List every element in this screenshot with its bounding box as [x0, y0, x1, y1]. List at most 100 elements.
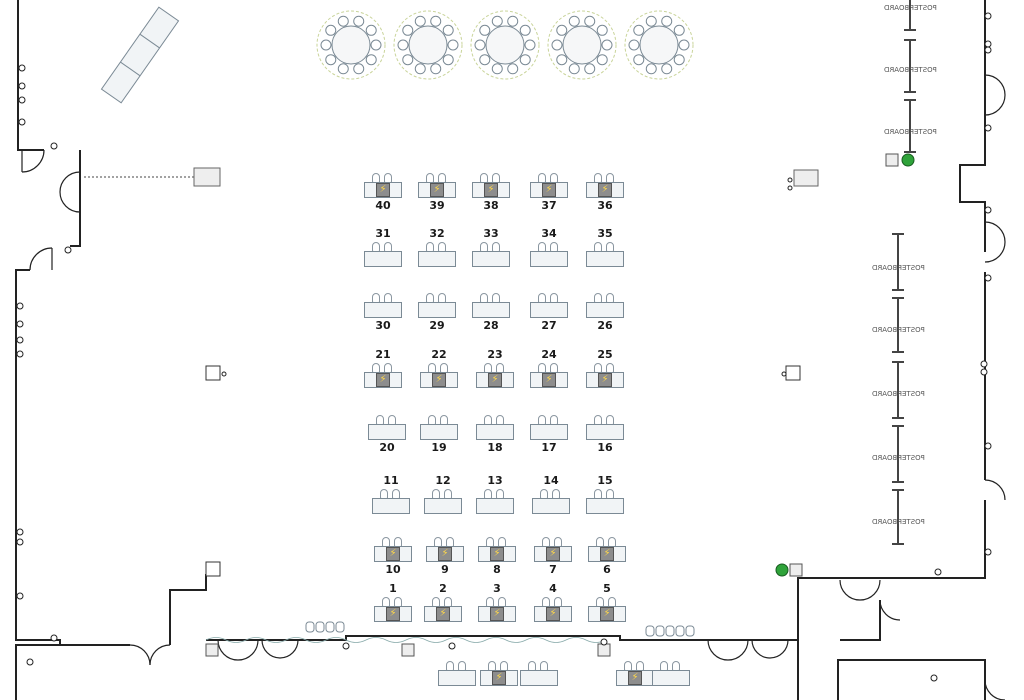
round-table-chair	[430, 15, 442, 27]
booth-table[interactable]	[372, 498, 410, 514]
round-table-chair	[601, 39, 613, 51]
booth-table[interactable]	[418, 302, 456, 318]
booth-table[interactable]: ⚡	[588, 606, 626, 622]
diagonal-counter	[100, 6, 180, 104]
round-table-chair	[491, 63, 503, 75]
booth-table[interactable]: ⚡	[424, 606, 462, 622]
power-outlet-icon: ⚡	[598, 183, 612, 197]
round-table-chair	[414, 63, 426, 75]
bottom-booth-table[interactable]	[520, 670, 558, 686]
round-table-chair	[479, 54, 491, 66]
booth-table[interactable]: ⚡	[586, 182, 624, 198]
round-table[interactable]	[470, 10, 540, 80]
booth-number: 6	[603, 563, 611, 576]
booth-table[interactable]	[420, 424, 458, 440]
booth-table[interactable]: ⚡	[476, 372, 514, 388]
bottom-booth-table[interactable]: ⚡	[480, 670, 518, 686]
bottom-left-step	[169, 574, 210, 645]
booth-table[interactable]	[530, 302, 568, 318]
booth-table[interactable]: ⚡	[534, 606, 572, 622]
round-table-top	[562, 25, 602, 65]
round-table-chair	[414, 15, 426, 27]
round-table-chair	[678, 39, 690, 51]
round-table-chair	[353, 15, 365, 27]
booth-table[interactable]	[364, 302, 402, 318]
power-outlet-icon: ⚡	[386, 547, 400, 561]
round-table-chair	[507, 63, 519, 75]
booth-table[interactable]	[418, 251, 456, 267]
booth-table[interactable]	[530, 424, 568, 440]
booth-table[interactable]: ⚡	[420, 372, 458, 388]
booth-table[interactable]: ⚡	[478, 546, 516, 562]
round-table[interactable]	[547, 10, 617, 80]
booth-table[interactable]: ⚡	[534, 546, 572, 562]
booth-table[interactable]	[472, 302, 510, 318]
booth-number: 19	[431, 441, 447, 454]
booth-number: 24	[541, 348, 557, 361]
booth-table[interactable]	[472, 251, 510, 267]
bottom-right-inner	[840, 600, 881, 641]
poster-board-label: POSTERBOARD	[884, 4, 937, 12]
booth-table[interactable]	[364, 251, 402, 267]
booth-table[interactable]: ⚡	[364, 372, 402, 388]
round-table-chair	[430, 63, 442, 75]
booth-table[interactable]	[532, 498, 570, 514]
round-table-chair	[596, 24, 608, 36]
bottom-booth-table[interactable]: ⚡	[616, 670, 654, 686]
booth-number: 18	[487, 441, 503, 454]
booth-table[interactable]: ⚡	[426, 546, 464, 562]
booth-table[interactable]: ⚡	[374, 606, 412, 622]
round-table-chair	[584, 15, 596, 27]
booth-table[interactable]: ⚡	[530, 182, 568, 198]
booth-table[interactable]: ⚡	[418, 182, 456, 198]
round-table[interactable]	[393, 10, 463, 80]
booth-table[interactable]: ⚡	[530, 372, 568, 388]
bottom-booth-table[interactable]	[652, 670, 690, 686]
av-bottom-2	[401, 643, 415, 657]
round-table-chair	[365, 54, 377, 66]
round-table-chair	[397, 39, 409, 51]
power-outlet-icon: ⚡	[542, 373, 556, 387]
booth-number: 1	[389, 582, 397, 595]
booth-table[interactable]	[586, 498, 624, 514]
round-table-chair	[556, 54, 568, 66]
round-table-chair	[337, 63, 349, 75]
booth-table[interactable]: ⚡	[364, 182, 402, 198]
booth-number: 31	[375, 227, 391, 240]
outlet-box-left	[205, 365, 221, 381]
booth-table[interactable]: ⚡	[588, 546, 626, 562]
booth-table[interactable]: ⚡	[478, 606, 516, 622]
chair-row-left	[305, 621, 345, 633]
booth-table[interactable]	[586, 251, 624, 267]
round-table-top	[408, 25, 448, 65]
poster-board-label: POSTERBOARD	[872, 264, 925, 272]
booth-number: 25	[597, 348, 613, 361]
booth-table[interactable]	[530, 251, 568, 267]
round-table-chair	[556, 24, 568, 36]
round-table-chair	[673, 54, 685, 66]
booth-table[interactable]	[424, 498, 462, 514]
bottom-booth-table[interactable]	[438, 670, 476, 686]
booth-number: 22	[431, 348, 447, 361]
round-table-chair	[628, 39, 640, 51]
chair-row-right	[645, 625, 695, 637]
booth-table[interactable]: ⚡	[374, 546, 412, 562]
av-right-1	[885, 153, 899, 167]
green-marker-top	[901, 153, 915, 167]
booth-table[interactable]	[476, 498, 514, 514]
booth-table[interactable]	[586, 302, 624, 318]
booth-table[interactable]	[586, 424, 624, 440]
round-table-chair	[524, 39, 536, 51]
round-table-chair	[402, 54, 414, 66]
round-table-chair	[645, 63, 657, 75]
booth-table[interactable]: ⚡	[586, 372, 624, 388]
booth-number: 29	[429, 319, 445, 332]
round-table[interactable]	[624, 10, 694, 80]
booth-table[interactable]	[476, 424, 514, 440]
round-table[interactable]	[316, 10, 386, 80]
round-table-chair	[491, 15, 503, 27]
booth-table[interactable]: ⚡	[472, 182, 510, 198]
booth-table[interactable]	[368, 424, 406, 440]
poster-board-label: POSTERBOARD	[872, 454, 925, 462]
poster-board-label: POSTERBOARD	[872, 518, 925, 526]
